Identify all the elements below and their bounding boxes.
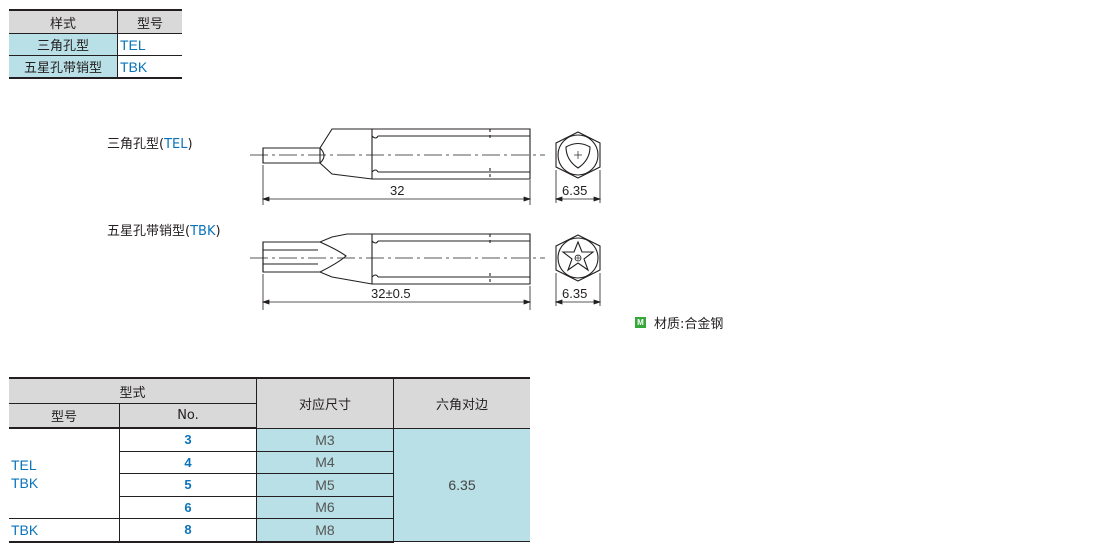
size-cell: M6 bbox=[256, 495, 394, 519]
tel-bit-side-view bbox=[250, 128, 545, 180]
tbk-label-code: TBK bbox=[190, 224, 216, 239]
type-tbk: TBK bbox=[11, 474, 39, 491]
tbk-label-prefix: 五星孔带销型( bbox=[107, 224, 191, 239]
no-cell: 5 bbox=[119, 473, 257, 497]
type-cell-tel-tbk: TEL TBK bbox=[9, 427, 120, 519]
no-cell: 3 bbox=[119, 427, 257, 452]
tel-label-code: TEL bbox=[164, 137, 188, 152]
type-tel: TEL bbox=[11, 456, 37, 473]
no-cell: 4 bbox=[119, 450, 257, 474]
no-subheader: No. bbox=[119, 403, 257, 429]
tbk-length-dimension bbox=[261, 274, 532, 310]
style-header: 样式 bbox=[9, 9, 118, 34]
tbk-length-value: 32±0.5 bbox=[371, 286, 411, 301]
spec-table: 型式 对应尺寸 六角对边 型号 No. TEL TBK 3 M3 6.35 4 … bbox=[9, 377, 530, 543]
model-subheader: 型号 bbox=[9, 403, 120, 429]
model-cell: TEL bbox=[117, 33, 182, 56]
hex-header: 六角对边 bbox=[393, 377, 530, 429]
tbk-bit-side-view bbox=[250, 233, 545, 285]
size-cell: M8 bbox=[256, 518, 394, 543]
tel-hex-dimension bbox=[554, 170, 602, 203]
style-cell: 三角孔型 bbox=[9, 33, 118, 56]
style-table: 样式 型号 三角孔型 TEL 五星孔带销型 TBK bbox=[9, 9, 182, 79]
tel-drawing-label: 三角孔型(TEL) bbox=[107, 133, 193, 152]
size-header: 对应尺寸 bbox=[256, 377, 394, 429]
table-row: 5 M5 bbox=[9, 473, 530, 497]
tel-length-value: 32 bbox=[390, 183, 405, 198]
spec-subheader-row: 型号 No. bbox=[9, 403, 530, 429]
table-row: TEL TBK 3 M3 6.35 bbox=[9, 427, 530, 542]
table-row: 6 M6 bbox=[9, 495, 530, 519]
no-cell: 8 bbox=[119, 518, 257, 543]
technical-drawings bbox=[250, 128, 602, 310]
style-table-header: 样式 型号 bbox=[9, 9, 182, 34]
size-cell: M5 bbox=[256, 473, 394, 497]
tbk-end-view bbox=[555, 234, 601, 282]
hex-cell: 6.35 bbox=[393, 427, 530, 542]
tbk-hex-value: 6.35 bbox=[562, 286, 588, 301]
material-icon: M bbox=[635, 317, 646, 328]
table-row: 五星孔带销型 TBK bbox=[9, 55, 182, 79]
tel-label-prefix: 三角孔型( bbox=[107, 137, 165, 152]
size-cell: M4 bbox=[256, 450, 394, 474]
size-cell: M3 bbox=[256, 427, 394, 452]
tbk-hex-dimension bbox=[554, 273, 602, 306]
model-cell: TBK bbox=[117, 55, 182, 79]
type-cell-tbk: TBK bbox=[9, 518, 120, 543]
table-row: TBK 8 M8 bbox=[9, 518, 530, 543]
tel-end-view bbox=[555, 131, 601, 179]
style-cell: 五星孔带销型 bbox=[9, 55, 118, 79]
type-group-header: 型式 bbox=[9, 377, 257, 404]
spec-header-row: 型式 对应尺寸 六角对边 bbox=[9, 377, 530, 429]
no-cell: 6 bbox=[119, 495, 257, 519]
material-note: M 材质:合金钢 bbox=[635, 313, 723, 332]
tel-length-dimension bbox=[261, 165, 532, 205]
model-header: 型号 bbox=[117, 9, 182, 34]
tbk-label-suffix: ) bbox=[215, 224, 221, 239]
tel-hex-value: 6.35 bbox=[562, 183, 588, 198]
tbk-drawing-label: 五星孔带销型(TBK) bbox=[107, 220, 221, 239]
material-text: 材质:合金钢 bbox=[654, 317, 724, 332]
tel-label-suffix: ) bbox=[187, 137, 193, 152]
table-row: 三角孔型 TEL bbox=[9, 33, 182, 56]
